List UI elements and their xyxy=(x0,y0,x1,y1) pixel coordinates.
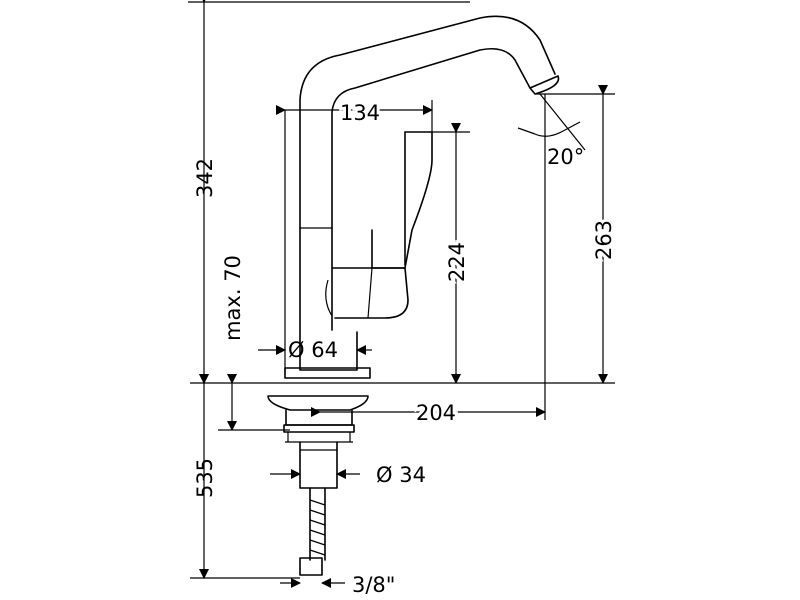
dim-lever-height: 224 xyxy=(445,242,469,282)
dim-total-height: 342 xyxy=(193,158,217,198)
dim-reach-from-axis: 204 xyxy=(416,401,456,425)
dim-below-deck: 535 xyxy=(193,458,217,498)
dimension-labels: 342 535 max. 70 134 224 263 Ø 64 204 Ø 3… xyxy=(193,98,619,597)
dim-connection-size: 3/8" xyxy=(352,573,395,597)
dim-base-diameter: Ø 64 xyxy=(288,338,338,362)
dim-hole-diameter: Ø 34 xyxy=(376,463,426,487)
dim-spout-angle: 20° xyxy=(547,145,584,169)
faucet-outline xyxy=(267,15,560,576)
dim-spout-reach: 134 xyxy=(340,101,380,125)
dim-outlet-height: 263 xyxy=(592,220,616,260)
dimension-lines xyxy=(188,0,615,588)
dim-max-deck-thickness: max. 70 xyxy=(221,255,245,341)
